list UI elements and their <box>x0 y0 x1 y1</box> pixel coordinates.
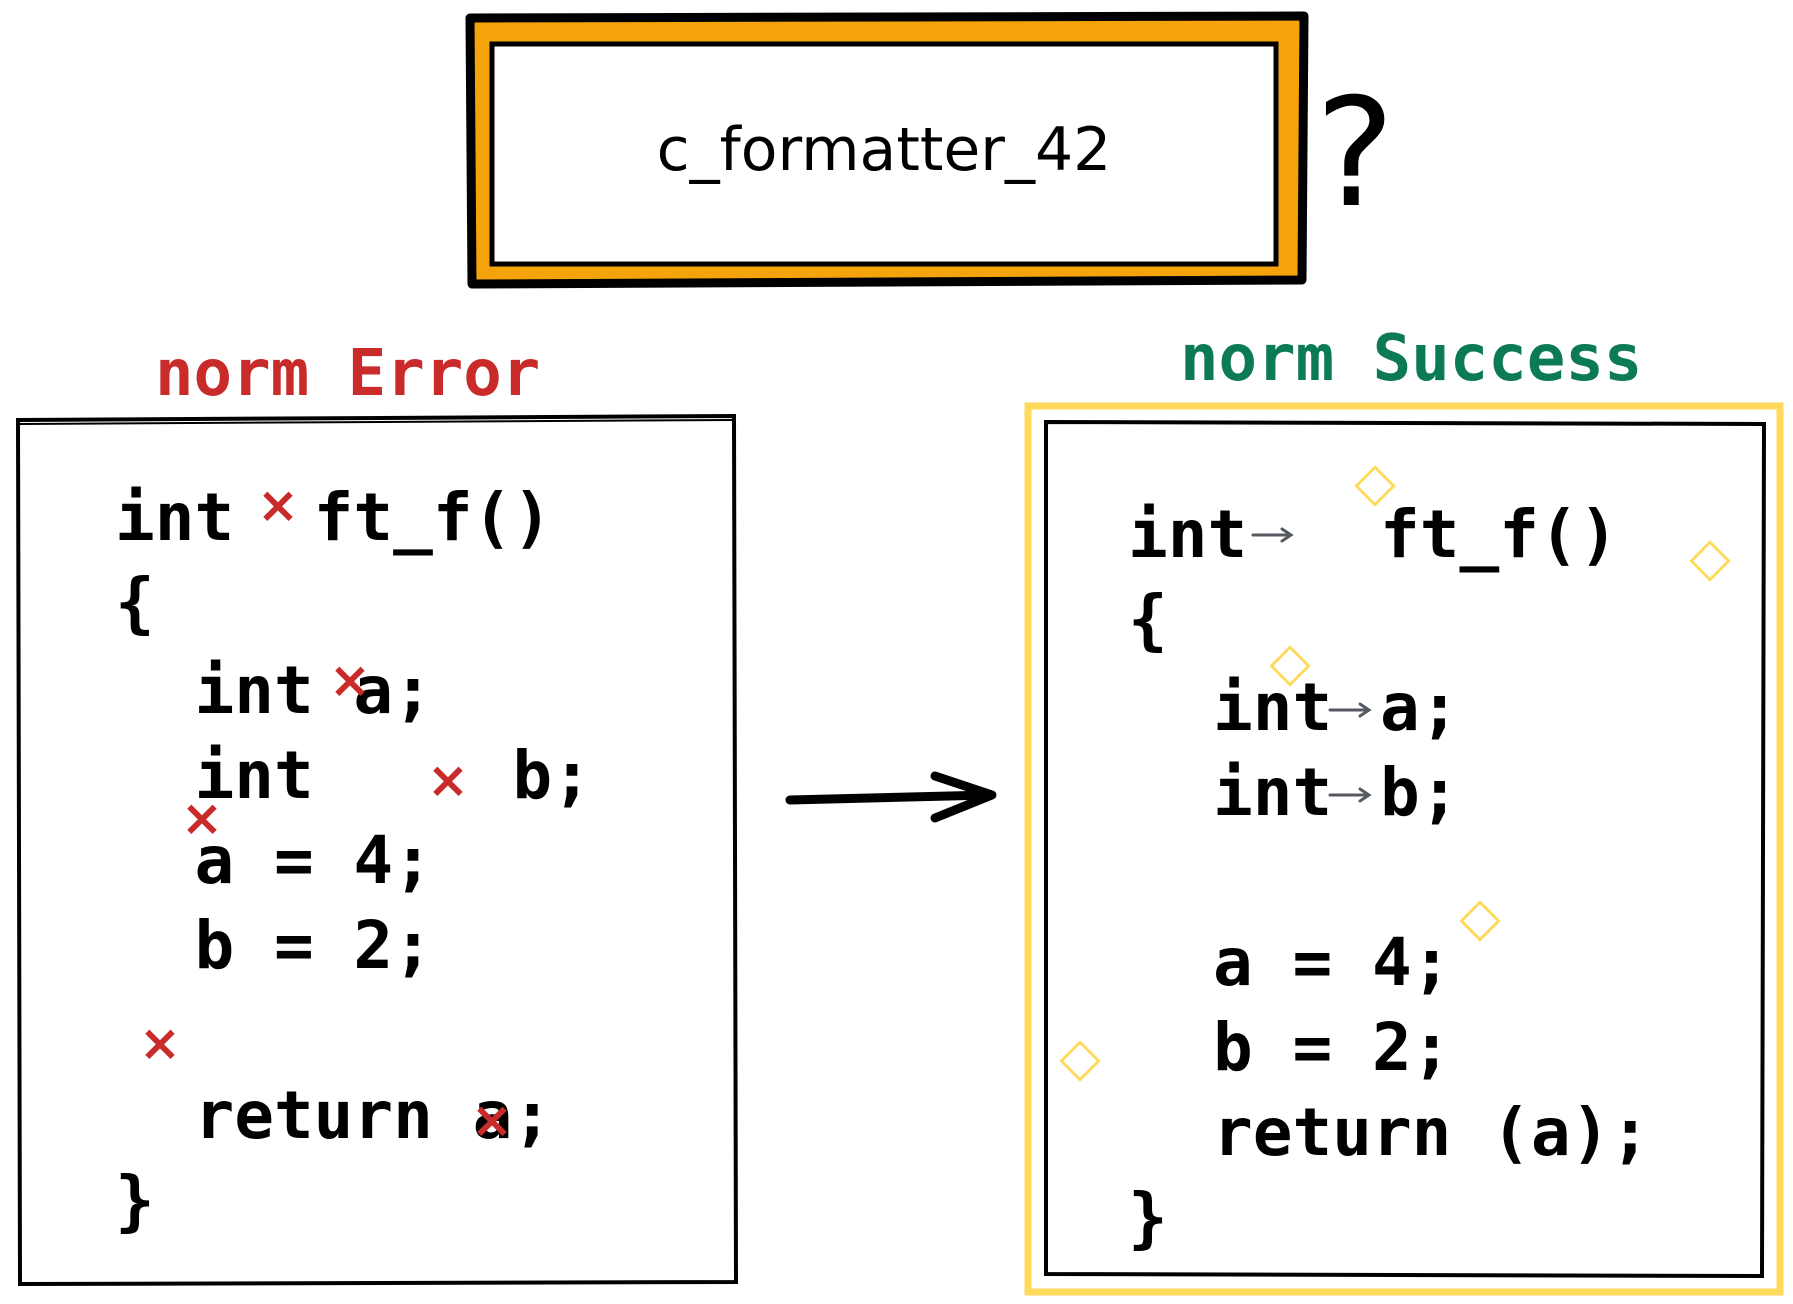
right-heading-word2: Success <box>1373 322 1643 396</box>
code-line: return (a); <box>1213 1094 1650 1171</box>
tab-arrow-icon <box>1328 702 1372 718</box>
sparkle-icon: ◇ <box>1354 450 1396 513</box>
error-cross-icon: × <box>181 789 223 847</box>
code-line: b = 2; <box>1213 1009 1451 1086</box>
error-cross-icon: × <box>471 1091 513 1149</box>
error-cross-icon: × <box>139 1014 181 1072</box>
code-line: int ft_f() <box>115 479 552 556</box>
right-code-panel: int ft_f() { int a; int b; a = 4; b = 2;… <box>1024 402 1784 1296</box>
error-cross-icon: × <box>257 476 299 534</box>
code-line: b; <box>1380 754 1459 831</box>
left-panel-border <box>15 413 739 1287</box>
code-line: a = 4; <box>115 822 433 899</box>
left-heading-word1: norm <box>155 337 309 411</box>
tab-arrow-icon <box>1328 787 1372 803</box>
tab-arrow-icon <box>1251 527 1294 543</box>
code-line: } <box>1128 1179 1168 1256</box>
sparkle-icon: ◇ <box>1269 630 1311 693</box>
code-line: int <box>1213 754 1332 831</box>
question-mark-icon: ? <box>1315 67 1395 241</box>
code-line: a = 4; <box>1213 924 1451 1001</box>
code-line: { <box>1128 581 1168 658</box>
code-line: int <box>1128 496 1247 573</box>
code-line: b = 2; <box>115 907 433 984</box>
left-heading: norm Error <box>155 337 540 411</box>
code-line: ft_f() <box>1380 496 1618 573</box>
title-box: c_formatter_42 ? <box>465 11 1395 289</box>
right-panel-highlight-border <box>1024 402 1784 1296</box>
code-line: int a; <box>115 652 433 729</box>
sparkle-icon: ◇ <box>1059 1025 1101 1088</box>
code-line: { <box>115 564 155 641</box>
error-cross-icon: × <box>427 751 469 809</box>
code-line: int b; <box>115 737 592 814</box>
right-arrow-icon <box>785 771 997 823</box>
right-heading-word1: norm <box>1180 322 1334 396</box>
sparkle-icon: ◇ <box>1689 525 1731 588</box>
left-heading-word2: Error <box>348 337 541 411</box>
error-cross-icon: × <box>329 651 371 709</box>
right-panel-border <box>1044 419 1767 1279</box>
code-line: return a; <box>115 1077 552 1154</box>
code-line: a; <box>1380 669 1459 746</box>
right-heading: norm Success <box>1180 322 1642 396</box>
title-text: c_formatter_42 <box>657 115 1112 185</box>
title-box-outer-border <box>465 11 1309 289</box>
left-code-panel: int ft_f() { int a; int b; a = 4; b = 2;… <box>15 413 739 1287</box>
code-line: int <box>1213 669 1332 746</box>
sparkle-icon: ◇ <box>1459 885 1501 948</box>
code-line: } <box>115 1162 155 1239</box>
title-box-inner-border <box>489 41 1279 267</box>
